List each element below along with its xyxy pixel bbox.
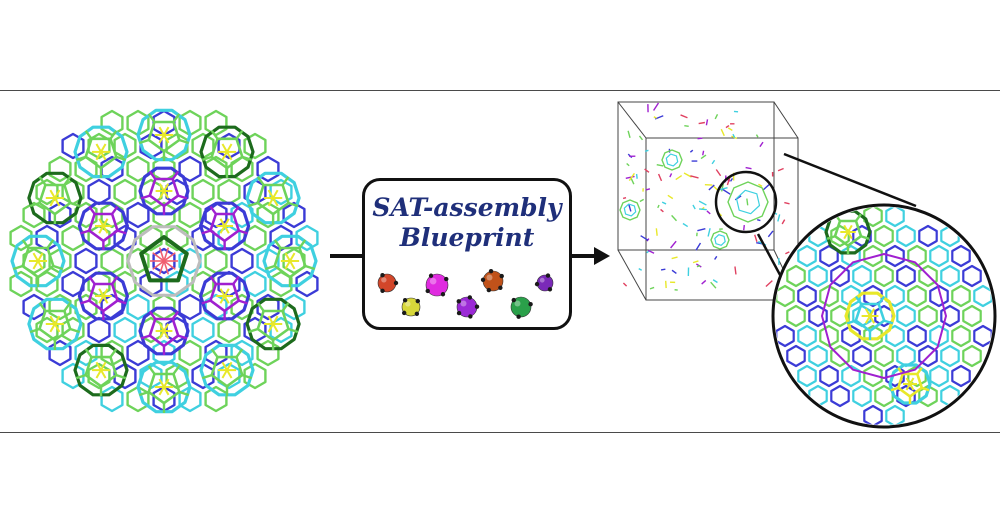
simulation-box: [617, 101, 799, 301]
red-particle: [377, 273, 399, 293]
zoomed-cluster-image: [771, 203, 997, 429]
inner-cage: [138, 306, 190, 356]
outer-cage: [73, 125, 129, 179]
outer-cage: [245, 171, 301, 225]
zoom-cage-top: [824, 209, 872, 255]
outer-cage: [245, 297, 301, 351]
purple-particle: [534, 273, 554, 292]
orange-particle: [480, 268, 504, 293]
green-particle: [510, 296, 533, 319]
outer-cage: [27, 171, 83, 225]
arrow-right-icon: [572, 247, 610, 265]
patchy-particles: [377, 268, 554, 319]
bottom-divider: [0, 432, 1000, 433]
zoom-source-circle: [714, 170, 778, 234]
blueprint-title-line1: SAT-assembly: [372, 193, 562, 222]
arrow-left-connector: [330, 254, 362, 258]
outer-cage: [262, 234, 318, 288]
zoom-cage-bottom: [888, 363, 932, 405]
top-divider: [0, 90, 1000, 91]
outer-cage: [27, 297, 83, 351]
outer-cage: [136, 360, 192, 414]
sat-assembly-blueprint-box: SAT-assembly Blueprint: [362, 178, 572, 330]
zoom-cage-center: [844, 291, 896, 341]
blueprint-title: SAT-assembly Blueprint: [365, 193, 569, 253]
particle-fragments: [622, 102, 790, 291]
inner-cage: [138, 166, 190, 216]
magenta-particle: [425, 273, 449, 297]
outer-cage: [199, 125, 255, 179]
inner-cage: [199, 271, 251, 321]
outer-cage: [199, 343, 255, 397]
cage-clusters: [10, 108, 318, 414]
cube-wireframe: [617, 101, 799, 301]
outer-cage: [73, 343, 129, 397]
blueprint-title-line2: Blueprint: [399, 223, 535, 252]
inner-cage: [77, 201, 130, 251]
outer-cage: [136, 108, 192, 162]
inner-cage: [199, 201, 251, 251]
assembled-structure-image: [9, 108, 319, 414]
inner-cage: [77, 271, 130, 321]
violet-particle: [456, 295, 480, 319]
outer-cage: [10, 234, 66, 288]
small-clusters: [619, 149, 769, 250]
yellow-particle: [401, 297, 421, 317]
center-cage: [126, 225, 202, 297]
zoomed-network: [775, 207, 993, 425]
